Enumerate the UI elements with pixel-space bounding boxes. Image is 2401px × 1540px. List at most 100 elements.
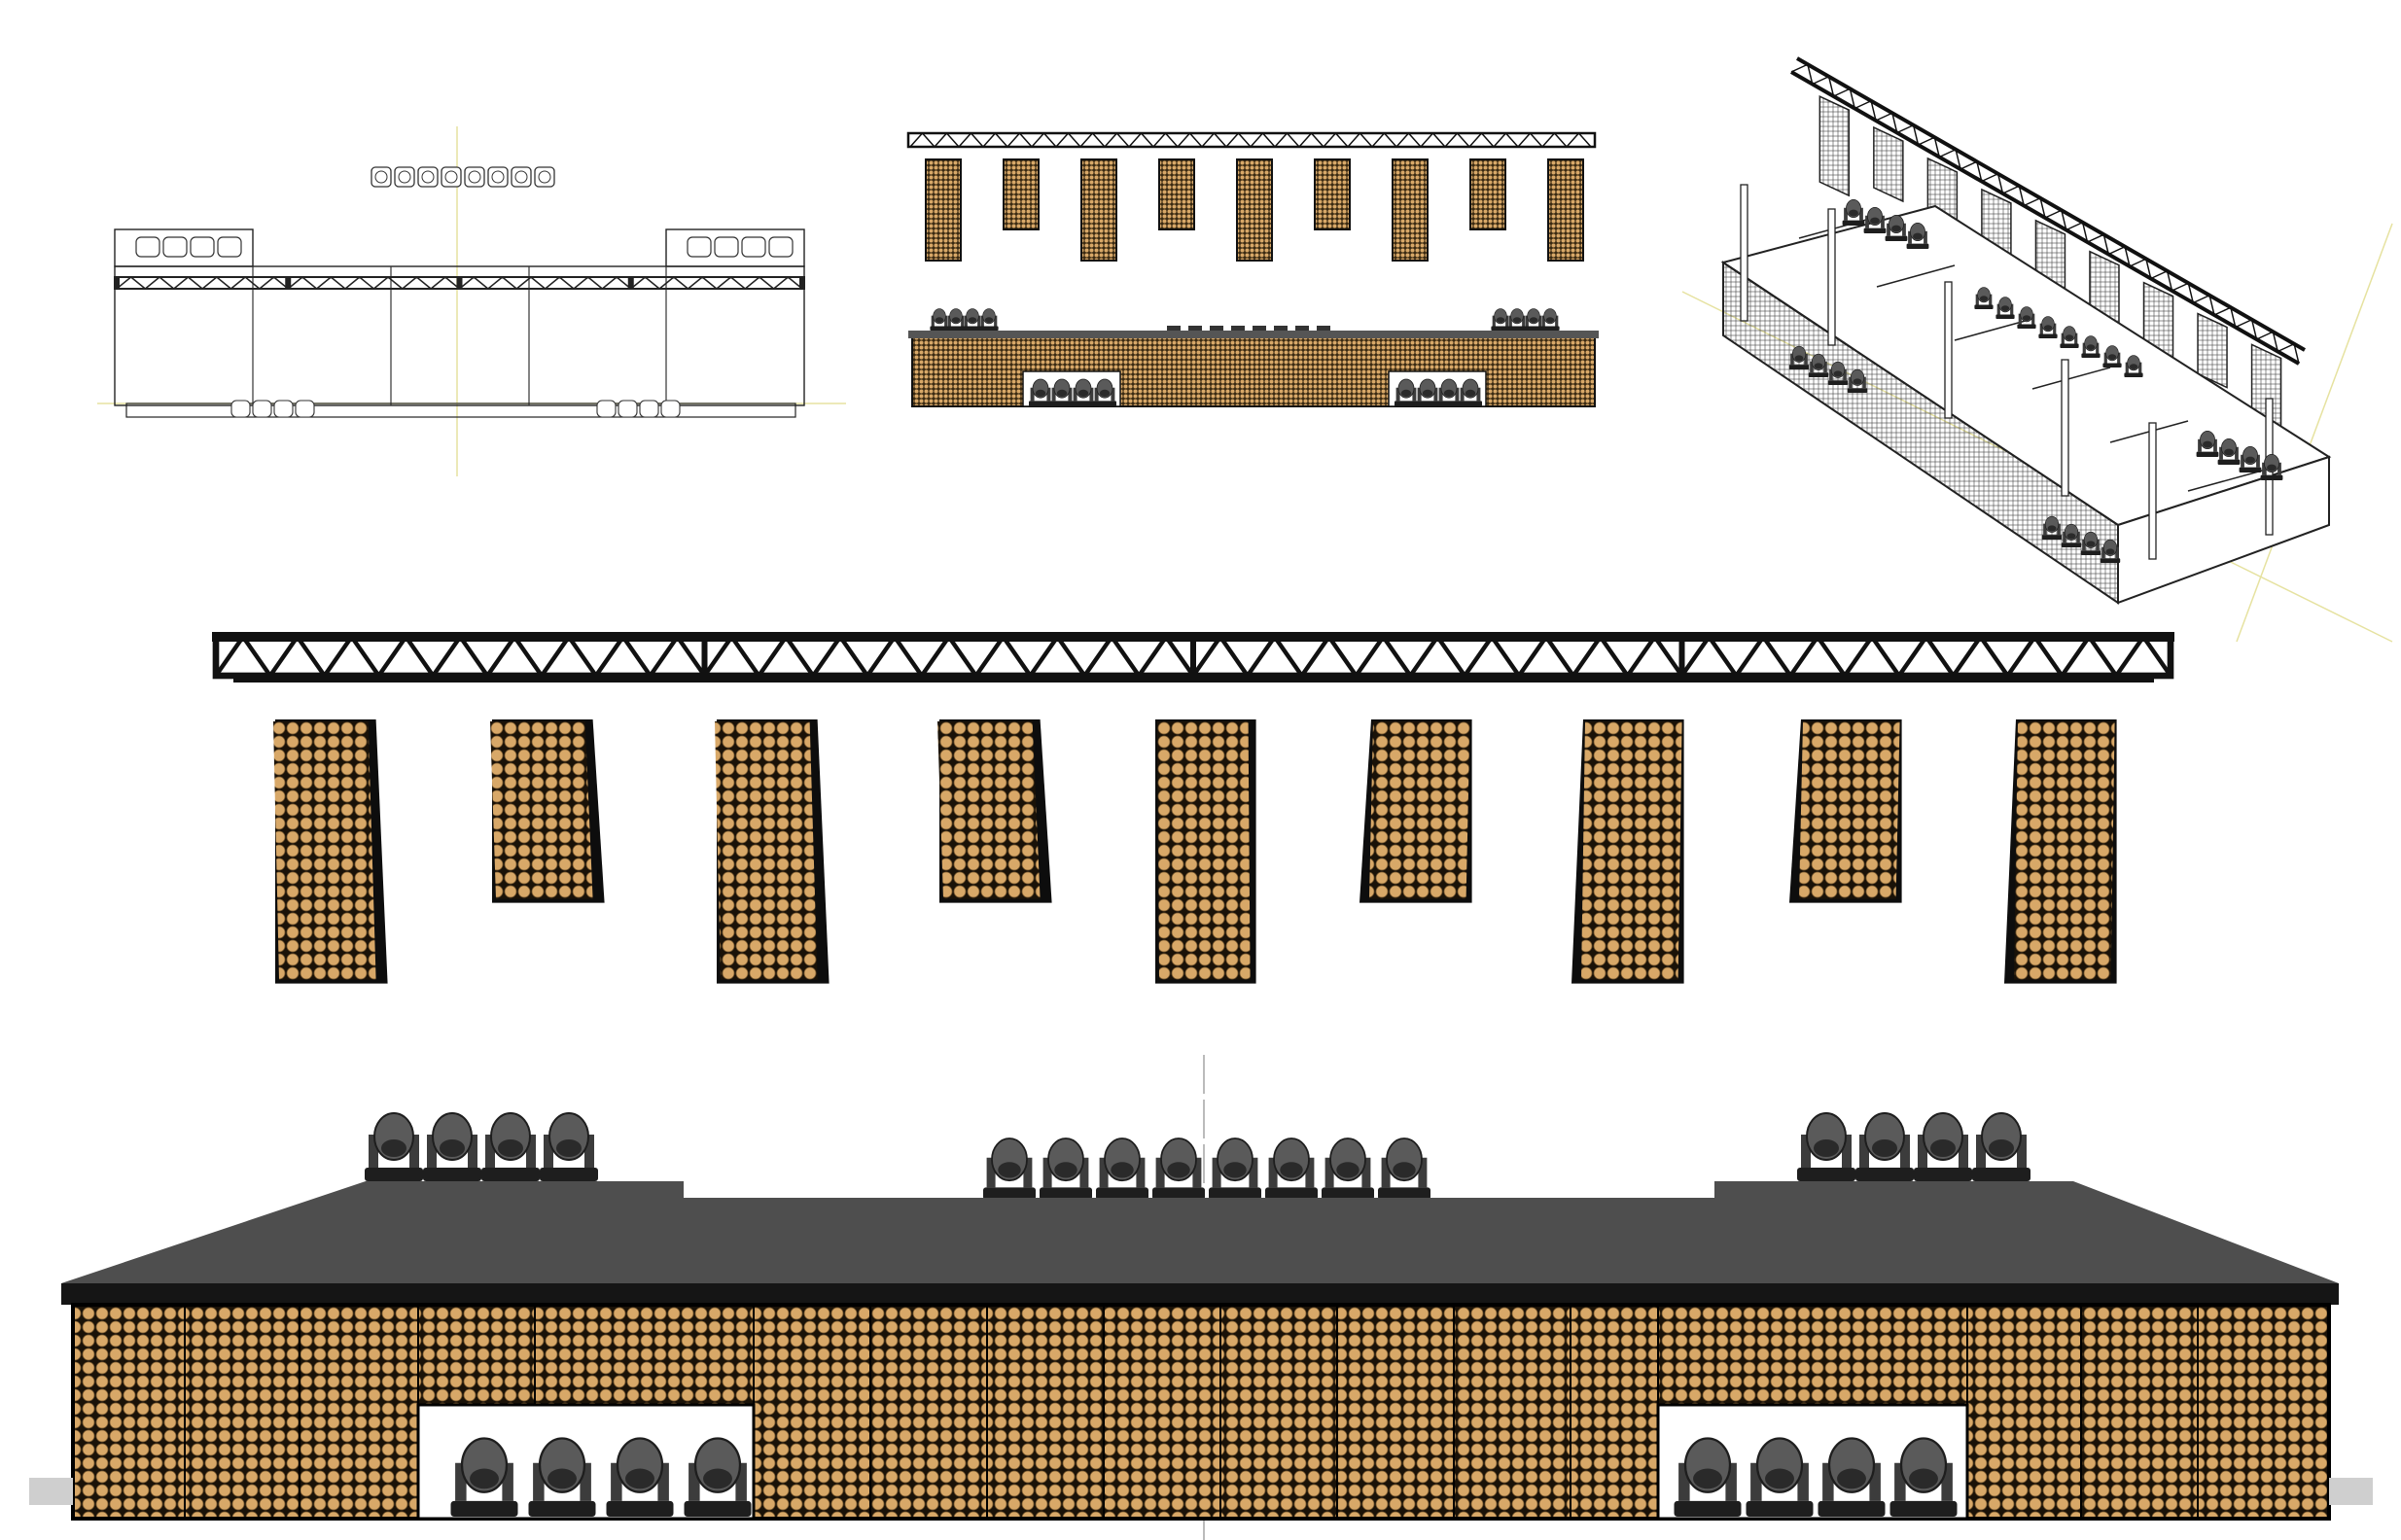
- iso-under-head: [1847, 368, 1868, 393]
- under-riser-left-head-lens: [547, 1468, 577, 1489]
- plan-truss-segment: [114, 276, 805, 290]
- plan-truss-segment-web: [116, 276, 803, 290]
- iso-under-head-base: [2100, 558, 2121, 563]
- plan-platform-head: [687, 236, 712, 258]
- riser-top-left-head-lens: [440, 1139, 465, 1157]
- iso-top-head: [2260, 454, 2283, 480]
- iso-center-head-base: [2060, 343, 2079, 348]
- iso-top-head-base: [2260, 474, 2283, 480]
- small-under-head-left-base: [1029, 401, 1052, 406]
- iso-top-head-base: [2196, 451, 2219, 457]
- small-top-head-right-base: [1524, 326, 1543, 331]
- riser-top-left-head: [540, 1112, 598, 1181]
- front-elevation-thumbnail: [906, 131, 1599, 407]
- riser-top-center-head-lens: [1111, 1162, 1134, 1178]
- iso-top-head-lens: [1849, 209, 1858, 217]
- iso-center-head: [2124, 355, 2143, 377]
- small-panel: [1547, 158, 1584, 262]
- iso-under-head: [1788, 345, 1810, 369]
- iso-truss-top-chord: [1796, 56, 2306, 352]
- small-panel: [1314, 158, 1351, 230]
- riser-top-right-head-lens: [1930, 1139, 1956, 1157]
- small-center-head: [1317, 326, 1330, 332]
- plan-under-head: [273, 400, 294, 418]
- iso-under-head-base: [1788, 365, 1810, 369]
- small-under-moving-heads: [1029, 378, 1482, 406]
- iso-under-head-base: [2041, 535, 2063, 540]
- plan-under-head: [618, 400, 638, 418]
- riser-top-right-head-lens: [1989, 1139, 2014, 1157]
- iso-top-head-base: [1863, 228, 1887, 233]
- plan-under-head: [660, 400, 681, 418]
- riser-lip: [61, 1283, 2339, 1305]
- riser-top-right-head-base: [1797, 1168, 1855, 1181]
- plan-platform-heads: [135, 236, 794, 258]
- small-under-head-right-lens: [1400, 389, 1412, 397]
- iso-truss-web: [1790, 63, 2300, 365]
- iso-under-head-lens: [1794, 355, 1804, 362]
- small-top-head-right-lens: [1545, 317, 1555, 323]
- under-riser-right-head: [1746, 1437, 1814, 1517]
- under-riser-right-head-base: [1818, 1500, 1886, 1517]
- riser-top-left-head-base: [540, 1168, 598, 1181]
- small-top-head-right: [1524, 308, 1543, 331]
- under-riser-right-head-lens: [1909, 1468, 1938, 1489]
- iso-center-head-base: [2124, 372, 2143, 377]
- riser-top-center-head: [1378, 1138, 1430, 1200]
- small-under-head-left-base: [1050, 401, 1074, 406]
- truss-and-blinder-panels-elevation: [212, 632, 2174, 984]
- small-under-head-right: [1416, 378, 1439, 406]
- blinder-panel: [2004, 719, 2117, 984]
- small-top-moving-heads: [930, 308, 1560, 332]
- blinder-panel: [490, 719, 605, 903]
- iso-under-head-base: [2080, 550, 2101, 555]
- big-truss-bottom-chord: [233, 673, 2154, 682]
- iso-riser-divider: [1798, 216, 1878, 239]
- iso-center-head-base: [2017, 324, 2036, 329]
- big-truss-segment: [212, 633, 2174, 680]
- iso-riser-leg: [2061, 359, 2069, 497]
- small-panel: [1236, 158, 1273, 262]
- riser-top-right-head-lens: [1872, 1139, 1897, 1157]
- plan-under-riser-heads: [230, 400, 681, 418]
- iso-center-head-lens: [2129, 364, 2138, 369]
- plan-truss-segment-node: [285, 276, 292, 290]
- small-top-head-right-lens: [1496, 317, 1505, 323]
- iso-under-head-base: [1847, 388, 1868, 393]
- iso-under-head-base: [2061, 542, 2082, 547]
- small-top-head-right: [1507, 308, 1527, 331]
- riser-top-right-head: [1972, 1112, 2030, 1181]
- iso-truss: [1790, 56, 2306, 366]
- riser-top-left-head-lens: [381, 1139, 406, 1157]
- iso-center-head-base: [2038, 333, 2058, 338]
- small-hanging-panels: [925, 158, 1584, 262]
- riser-top-center-head-lens: [1336, 1162, 1359, 1178]
- plan-under-head: [596, 400, 617, 418]
- small-under-head-left-lens: [1035, 389, 1046, 397]
- iso-top-head: [1906, 223, 1929, 249]
- riser-top-right-head-base: [1972, 1168, 2030, 1181]
- riser-top-right-head: [1797, 1112, 1855, 1181]
- plan-platform-head: [162, 236, 188, 258]
- plan-truss-segment-node: [456, 276, 463, 290]
- riser-top-right-head: [1855, 1112, 1914, 1181]
- riser-top-left-head: [481, 1112, 540, 1181]
- iso-center-head: [2102, 345, 2122, 368]
- under-riser-left-head-lens: [703, 1468, 732, 1489]
- under-riser-right-head: [1674, 1437, 1742, 1517]
- small-center-head: [1295, 326, 1309, 332]
- riser-with-moving-heads-elevation: [29, 1055, 2373, 1540]
- under-riser-right-head-base: [1889, 1500, 1958, 1517]
- small-under-head-left: [1029, 378, 1052, 406]
- plan-platform-head: [217, 236, 242, 258]
- plan-moving-head-row: [371, 166, 555, 188]
- iso-guide-2: [2236, 223, 2393, 643]
- small-under-head-right: [1459, 378, 1482, 406]
- riser-top-left-head-base: [481, 1168, 540, 1181]
- iso-center-head: [1995, 297, 2015, 319]
- blinder-panel-bulbs: [2014, 721, 2115, 980]
- riser-top-right-head: [1914, 1112, 1972, 1181]
- plan-platform-head: [768, 236, 794, 258]
- small-top-head-left-base: [963, 326, 982, 331]
